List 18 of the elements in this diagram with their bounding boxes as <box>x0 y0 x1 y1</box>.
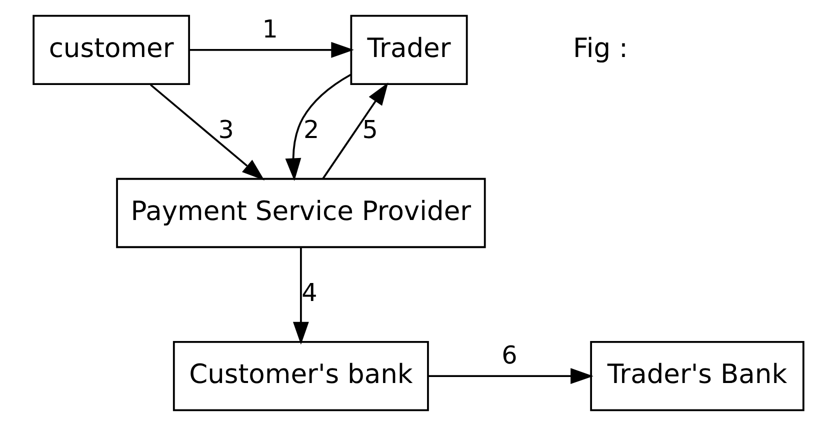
edge-label: 6 <box>501 340 517 370</box>
arrow <box>292 248 308 345</box>
arrow <box>322 82 388 180</box>
node-box: Trader's Bank <box>590 340 804 412</box>
edge-label: 1 <box>262 14 278 44</box>
node-box: Trader <box>350 14 468 86</box>
node-box: Customer's bank <box>172 340 428 412</box>
arrow <box>284 74 351 181</box>
edge-label: 4 <box>301 278 317 307</box>
arrow <box>150 84 264 181</box>
edge-label: 2 <box>303 114 319 144</box>
label: Fig : <box>572 32 628 64</box>
node-box: Payment Service Provider <box>116 178 486 248</box>
node-box: customer <box>32 14 190 86</box>
edge-label: 5 <box>362 114 378 144</box>
arrow <box>428 368 593 384</box>
edge-label: 3 <box>218 114 234 144</box>
arrow <box>189 42 354 58</box>
